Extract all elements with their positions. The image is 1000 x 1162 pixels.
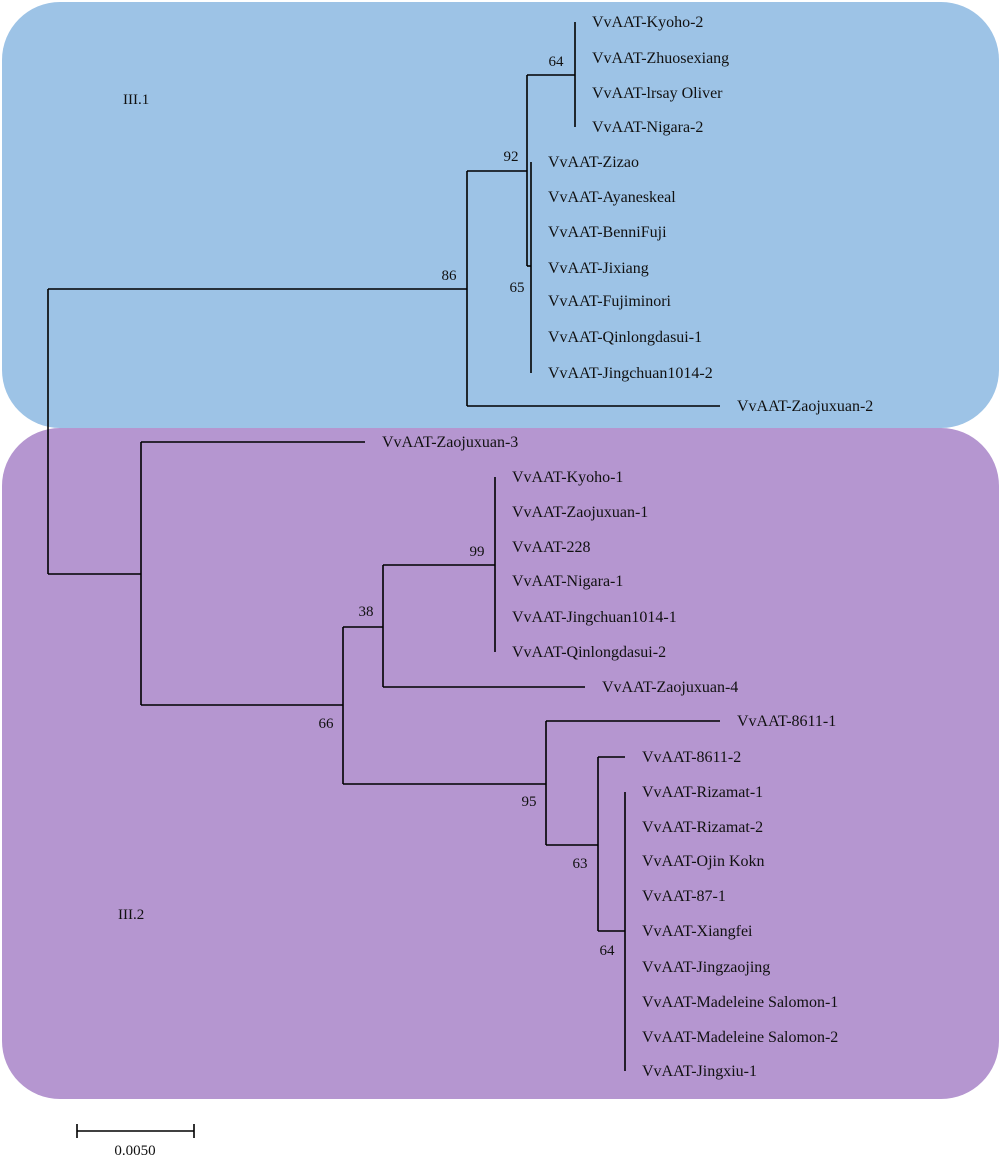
- clade-background-III-1: [2, 2, 999, 428]
- leaf-label: VvAAT-Zizao: [548, 154, 639, 171]
- bootstrap-value: 64: [600, 943, 616, 959]
- bootstrap-value: 38: [359, 604, 374, 620]
- leaf-label: VvAAT-Jixiang: [548, 260, 649, 277]
- leaf-label: VvAAT-Ojin Kokn: [642, 853, 765, 870]
- bootstrap-value: 99: [470, 544, 485, 560]
- clade-label-III-1: III.1: [123, 92, 149, 108]
- leaf-label: VvAAT-Jingchuan1014-2: [548, 365, 713, 382]
- bootstrap-value: 95: [522, 794, 537, 810]
- leaf-label: VvAAT-Fujiminori: [548, 293, 672, 310]
- leaf-label: VvAAT-BenniFuji: [548, 224, 667, 241]
- leaf-label: VvAAT-Nigara-1: [512, 573, 623, 590]
- leaf-label: VvAAT-Jingchuan1014-1: [512, 609, 677, 626]
- bootstrap-value: 65: [510, 280, 525, 296]
- leaf-label: VvAAT-87-1: [642, 888, 726, 905]
- leaf-label: VvAAT-Zaojuxuan-4: [602, 679, 738, 696]
- bootstrap-value: 64: [549, 54, 565, 70]
- leaf-label: VvAAT-Madeleine Salomon-1: [642, 994, 838, 1011]
- leaf-label: VvAAT-Ayaneskeal: [548, 189, 676, 206]
- leaf-label: VvAAT-Zaojuxuan-1: [512, 504, 648, 521]
- leaf-label: VvAAT-8611-1: [737, 713, 836, 730]
- clade-background-III-2: [2, 428, 999, 1099]
- leaf-label: VvAAT-228: [512, 539, 591, 556]
- leaf-label: VvAAT-Kyoho-2: [592, 14, 703, 31]
- leaf-labels: VvAAT-Kyoho-2VvAAT-ZhuosexiangVvAAT-lrsa…: [382, 14, 873, 1080]
- leaf-label: VvAAT-Madeleine Salomon-2: [642, 1029, 838, 1046]
- bootstrap-value: 86: [442, 268, 458, 284]
- bootstrap-values: 64 92 65 86 99 38 66 95 63 64: [319, 54, 616, 959]
- leaf-label: VvAAT-Jingzaojing: [642, 959, 770, 976]
- clade-label-III-2: III.2: [118, 907, 144, 923]
- leaf-label: VvAAT-Zaojuxuan-3: [382, 434, 518, 451]
- bootstrap-value: 66: [319, 716, 335, 732]
- leaf-label: VvAAT-Zhuosexiang: [592, 50, 729, 67]
- leaf-label: VvAAT-Nigara-2: [592, 119, 703, 136]
- leaf-label: VvAAT-Kyoho-1: [512, 469, 623, 486]
- tree-branches: [47, 22, 720, 1071]
- bootstrap-value: 63: [573, 856, 588, 872]
- leaf-label: VvAAT-Rizamat-2: [642, 819, 763, 836]
- leaf-label: VvAAT-lrsay Oliver: [592, 85, 723, 102]
- leaf-label: VvAAT-Jingxiu-1: [642, 1063, 757, 1080]
- leaf-label: VvAAT-Qinlongdasui-2: [512, 644, 666, 661]
- bootstrap-value: 92: [504, 149, 519, 165]
- leaf-label: VvAAT-Qinlongdasui-1: [548, 329, 702, 346]
- leaf-label: VvAAT-Rizamat-1: [642, 784, 763, 801]
- scale-bar: 0.0050: [76, 1124, 195, 1159]
- scale-bar-label: 0.0050: [114, 1143, 155, 1159]
- leaf-label: VvAAT-Zaojuxuan-2: [737, 398, 873, 415]
- leaf-label: VvAAT-Xiangfei: [642, 923, 753, 940]
- leaf-label: VvAAT-8611-2: [642, 749, 741, 766]
